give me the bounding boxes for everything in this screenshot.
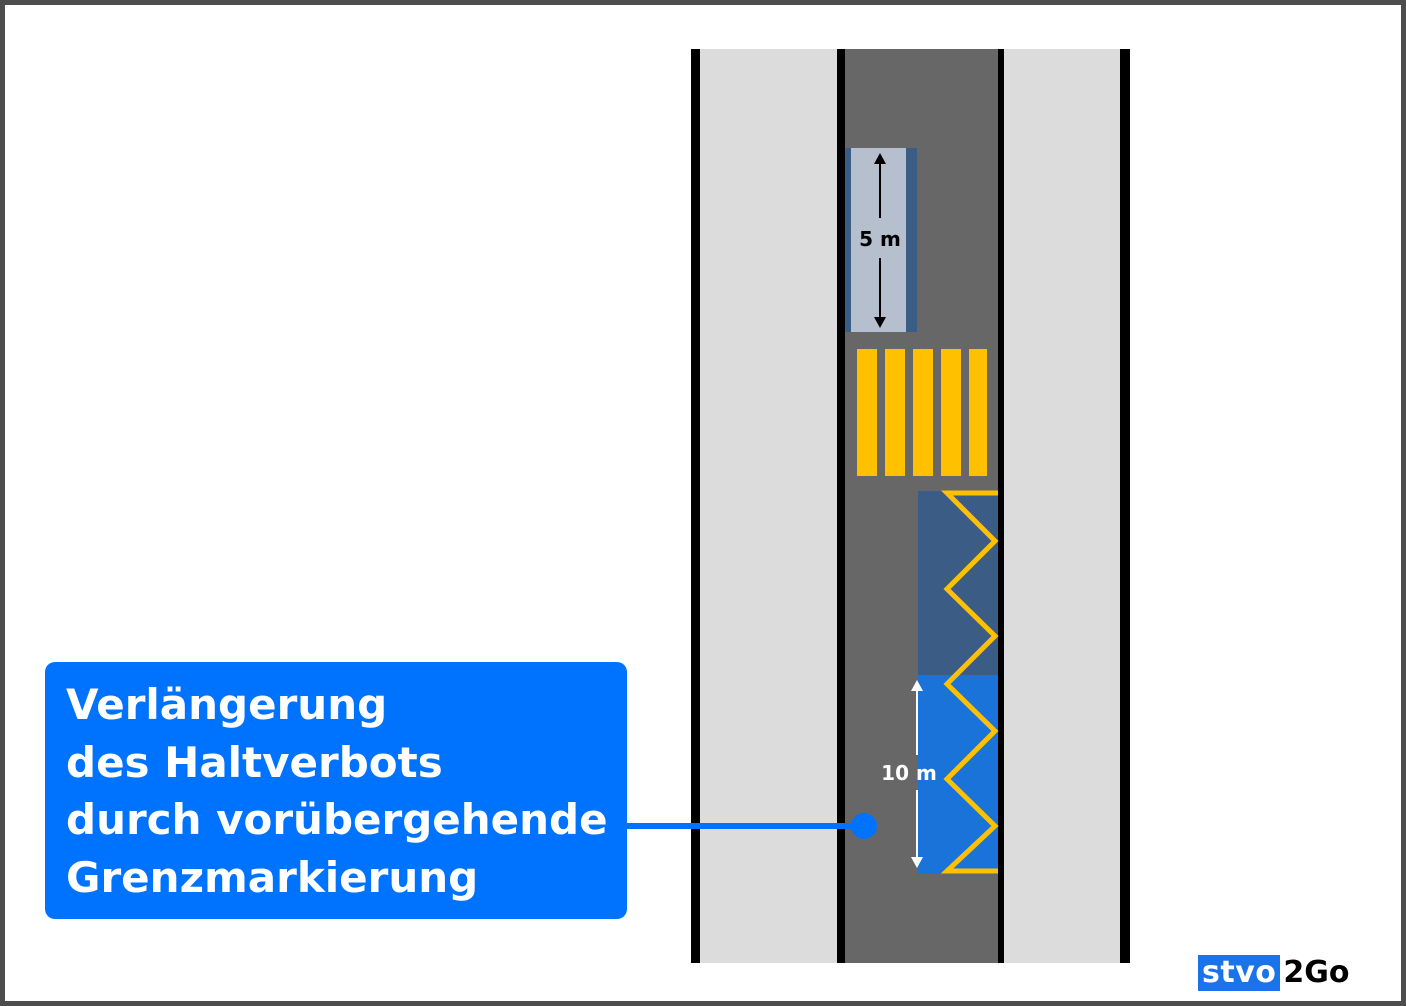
callout-line-2: des Haltverbots (66, 737, 443, 787)
right-curb-line (998, 49, 1004, 963)
left-curb-line (837, 49, 845, 963)
callout-line-3: durch vorübergehende (66, 795, 608, 844)
right-sidewalk (1002, 49, 1124, 963)
callout-line-1: Verlängerung (66, 680, 388, 729)
crosswalk (857, 349, 987, 476)
callout-leader-dot (851, 813, 877, 839)
logo-part-2go: 2Go (1280, 955, 1353, 991)
extension-zone (918, 675, 998, 874)
left-edge-line (691, 49, 700, 963)
zigzag-marking (940, 490, 999, 874)
extension-length-arrow (911, 680, 923, 868)
logo-part-stvo: stvo (1198, 955, 1281, 991)
callout-box: Verlängerung des Haltverbots durch vorüb… (45, 662, 627, 919)
left-sidewalk (697, 49, 840, 963)
extension-length-label: 10 m (881, 761, 937, 785)
parking-length-arrow (874, 153, 886, 328)
callout-line-4: Grenzmarkierung (66, 852, 479, 902)
parking-bay-inner (851, 148, 906, 332)
right-edge-line (1120, 49, 1130, 963)
stvo2go-logo: stvo 2Go (1198, 955, 1353, 991)
parking-length-label: 5 m (859, 227, 901, 251)
